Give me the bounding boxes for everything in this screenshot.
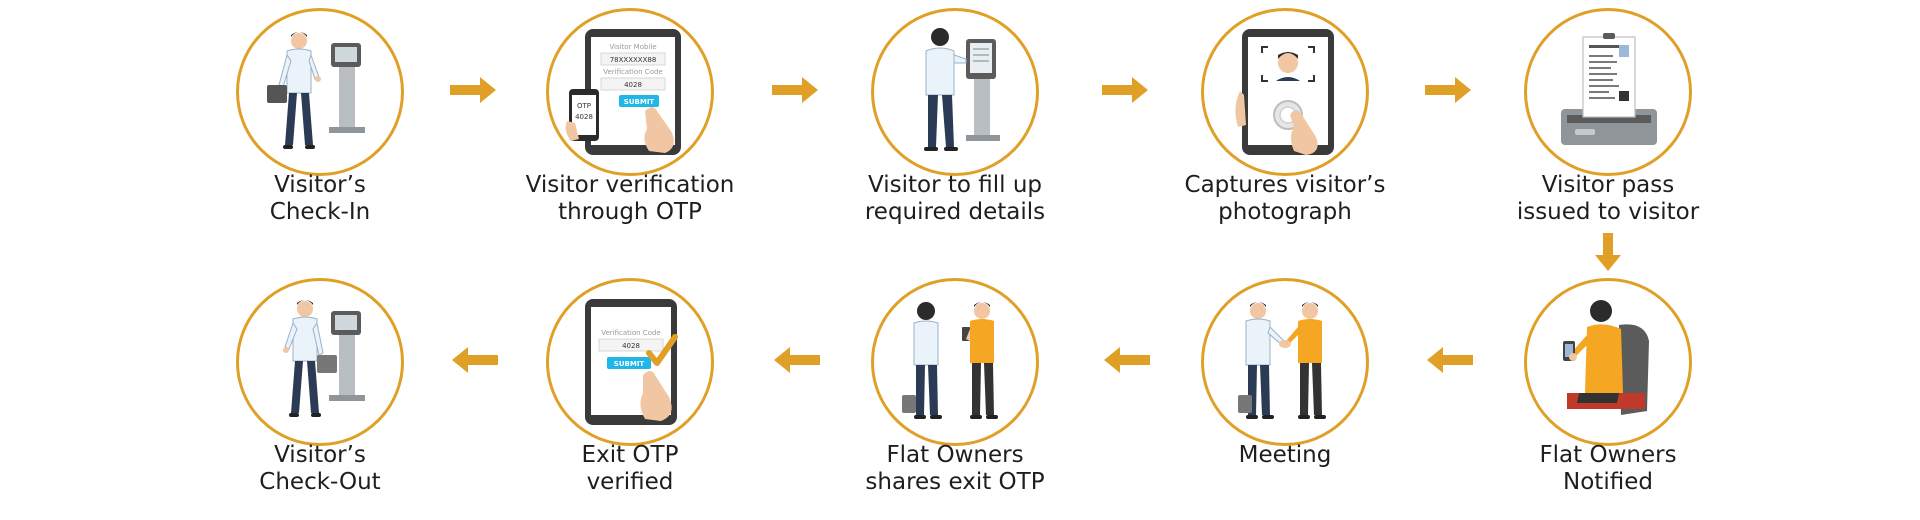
- step-otp-verified: Verification Code 4028 SUBMIT Exit OTP v…: [500, 270, 760, 520]
- step-label-line: Visitor to fill up: [867, 172, 1042, 198]
- step-circle: [1201, 8, 1369, 176]
- step-label: Meeting: [1155, 442, 1415, 469]
- step-label-line: Captures visitor’s: [1184, 172, 1386, 198]
- step-label-line: Visitor pass: [1541, 172, 1675, 198]
- arrow-left-icon: [772, 345, 820, 375]
- step-circle: [236, 278, 404, 446]
- step-label: Flat Owners shares exit OTP: [825, 442, 1085, 496]
- step-label-line: Flat Owners: [1539, 442, 1677, 468]
- step-circle: [1524, 8, 1692, 176]
- tablet-otp-form-icon: Visitor Mobile 78XXXXXX88 Verification C…: [565, 29, 681, 155]
- step-circle: Verification Code 4028 SUBMIT: [546, 278, 714, 446]
- step-label-line: Visitor’s: [274, 442, 366, 468]
- sms-otp-value: 4028: [575, 113, 593, 121]
- sms-otp-label: OTP: [577, 102, 591, 110]
- step-circle: [871, 8, 1039, 176]
- arrow-down-icon: [1593, 233, 1623, 273]
- arrow-right-icon: [772, 75, 820, 105]
- step-label-line: issued to visitor: [1516, 199, 1700, 225]
- step-label: Captures visitor’s photograph: [1155, 172, 1415, 226]
- step-pass-issued: Visitor pass issued to visitor: [1478, 0, 1738, 250]
- step-fill-details: Visitor to fill up required details: [825, 0, 1085, 250]
- otp-submit-label: SUBMIT: [624, 98, 655, 106]
- exit-submit-label: SUBMIT: [614, 360, 645, 368]
- step-label: Visitor’s Check-In: [190, 172, 450, 226]
- owner-with-phone-icon: [1563, 300, 1649, 415]
- step-check-out: Visitor’s Check-Out: [190, 270, 450, 520]
- step-meeting: Meeting: [1155, 270, 1415, 520]
- step-photograph: Captures visitor’s photograph: [1155, 0, 1415, 250]
- step-label-line: verified: [586, 469, 674, 495]
- step-label: Visitor to fill up required details: [825, 172, 1085, 226]
- step-label-line: through OTP: [558, 199, 702, 225]
- otp-code-label: Verification Code: [603, 68, 662, 76]
- step-label-line: shares exit OTP: [865, 469, 1045, 495]
- step-label-line: Visitor’s: [274, 172, 366, 198]
- step-check-in: Visitor’s Check-In: [190, 0, 450, 250]
- pass-printer-icon: [1561, 33, 1657, 145]
- arrow-left-icon: [1102, 345, 1150, 375]
- step-label-line: required details: [864, 199, 1046, 225]
- step-label-line: Meeting: [1238, 442, 1332, 468]
- visitor-at-kiosk-icon: [924, 28, 1000, 151]
- step-label: Visitor verification through OTP: [500, 172, 760, 226]
- tablet-camera-icon: [1235, 29, 1334, 155]
- step-label-line: Check-In: [269, 199, 371, 225]
- step-circle: [1201, 278, 1369, 446]
- arrow-left-icon: [1425, 345, 1473, 375]
- otp-code-value: 4028: [624, 81, 642, 89]
- step-label: Visitor’s Check-Out: [190, 442, 450, 496]
- step-label: Flat Owners Notified: [1478, 442, 1738, 496]
- handshake-icon: [1238, 302, 1326, 419]
- arrow-right-icon: [1425, 75, 1473, 105]
- step-label-line: Exit OTP: [581, 442, 679, 468]
- otp-mobile-label: Visitor Mobile: [609, 43, 656, 51]
- step-circle: [236, 8, 404, 176]
- visitor-walking-to-kiosk-icon: [267, 32, 365, 149]
- arrow-right-icon: [1102, 75, 1150, 105]
- step-circle: [871, 278, 1039, 446]
- step-label-line: Check-Out: [259, 469, 381, 495]
- step-label-line: Flat Owners: [886, 442, 1024, 468]
- otp-mobile-value: 78XXXXXX88: [610, 56, 657, 64]
- owner-sharing-otp-icon: [902, 302, 998, 419]
- step-circle: [1524, 278, 1692, 446]
- arrow-right-icon: [450, 75, 498, 105]
- exit-code-value: 4028: [622, 342, 640, 350]
- step-otp-verification: Visitor Mobile 78XXXXXX88 Verification C…: [500, 0, 760, 250]
- visitor-leaving-kiosk-icon: [283, 300, 365, 417]
- step-owner-notified: Flat Owners Notified: [1478, 270, 1738, 520]
- exit-code-label: Verification Code: [601, 329, 660, 337]
- step-label: Visitor pass issued to visitor: [1478, 172, 1738, 226]
- step-label-line: Notified: [1563, 469, 1653, 495]
- step-circle: Visitor Mobile 78XXXXXX88 Verification C…: [546, 8, 714, 176]
- step-label-line: photograph: [1218, 199, 1352, 225]
- step-label-line: Visitor verification: [525, 172, 735, 198]
- arrow-left-icon: [450, 345, 498, 375]
- tablet-otp-verified-icon: Verification Code 4028 SUBMIT: [585, 299, 678, 425]
- step-exit-otp: Flat Owners shares exit OTP: [825, 270, 1085, 520]
- step-label: Exit OTP verified: [500, 442, 760, 496]
